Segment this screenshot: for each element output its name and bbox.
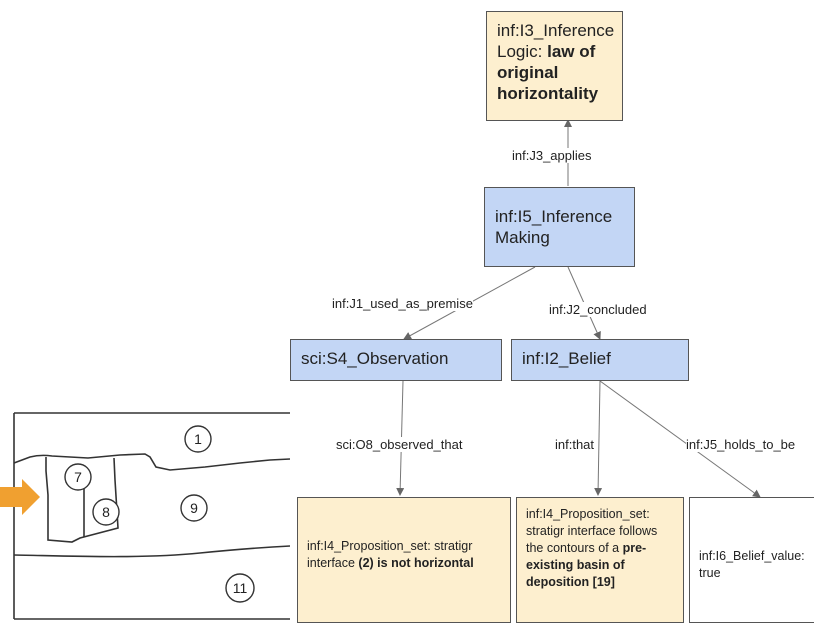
proposition-set-node-2: inf:I4_Proposition_set: stratigr interfa… [516, 497, 684, 623]
sketch-circle-9 [180, 494, 208, 522]
belief-node: inf:I2_Belief [511, 339, 689, 381]
belief-value-node: inf:I6_Belief_value: true [689, 497, 814, 623]
belief-value-label: inf:I6_Belief_value: true [699, 549, 805, 580]
sketch-circle-8 [92, 498, 120, 526]
sketch-interface-lower [13, 545, 291, 558]
sketch-basin-7 [45, 457, 119, 543]
inference-making-label: inf:I5_Inference Making [495, 207, 613, 247]
proposition-2-prefix: inf:I4_Proposition_set: stratigr interfa… [526, 507, 658, 555]
edge-holds-to-be-line [599, 380, 761, 498]
proposition-set-node-1: inf:I4_Proposition_set: stratigr interfa… [297, 497, 511, 623]
edge-label-holds-to-be: inf:J5_holds_to_be [686, 437, 796, 452]
edge-that-line [594, 380, 603, 496]
sketch-label-7: 7 [74, 469, 82, 485]
inference-making-node: inf:I5_Inference Making [484, 187, 635, 267]
sketch-interface-upper [13, 453, 291, 471]
sketch-orange-arrow [0, 479, 40, 515]
belief-label: inf:I2_Belief [522, 349, 611, 368]
observation-label: sci:S4_Observation [301, 349, 449, 368]
inference-logic-prefix: inf:I3_Inference Logic: [497, 21, 615, 61]
sketch-label-1: 1 [194, 431, 202, 447]
observation-node: sci:S4_Observation [290, 339, 502, 381]
stratigraphy-sketch: 1 7 8 9 11 [0, 412, 291, 620]
sketch-circle-11 [225, 573, 255, 603]
sketch-circle-7 [64, 463, 92, 491]
inference-logic-bold: law of original horizontality [497, 42, 599, 103]
edge-label-concluded: inf:J2_concluded [549, 302, 647, 317]
proposition-1-bold: (2) is not horizontal [358, 556, 474, 570]
edge-label-applies: inf:J3_applies [512, 148, 592, 163]
sketch-label-8: 8 [102, 504, 110, 520]
proposition-1-prefix: inf:I4_Proposition_set: stratigr interfa… [307, 539, 473, 570]
edge-label-used-as-premise: inf:J1_used_as_premise [332, 296, 473, 311]
sketch-label-9: 9 [190, 500, 198, 516]
sketch-circle-1 [184, 425, 212, 453]
inference-logic-node: inf:I3_Inference Logic: law of original … [486, 11, 623, 121]
edge-label-observed-that: sci:O8_observed_that [336, 437, 463, 452]
sketch-label-11: 11 [233, 580, 248, 596]
proposition-2-bold: pre-existing basin of deposition [19] [526, 541, 647, 589]
edge-label-that: inf:that [555, 437, 595, 452]
